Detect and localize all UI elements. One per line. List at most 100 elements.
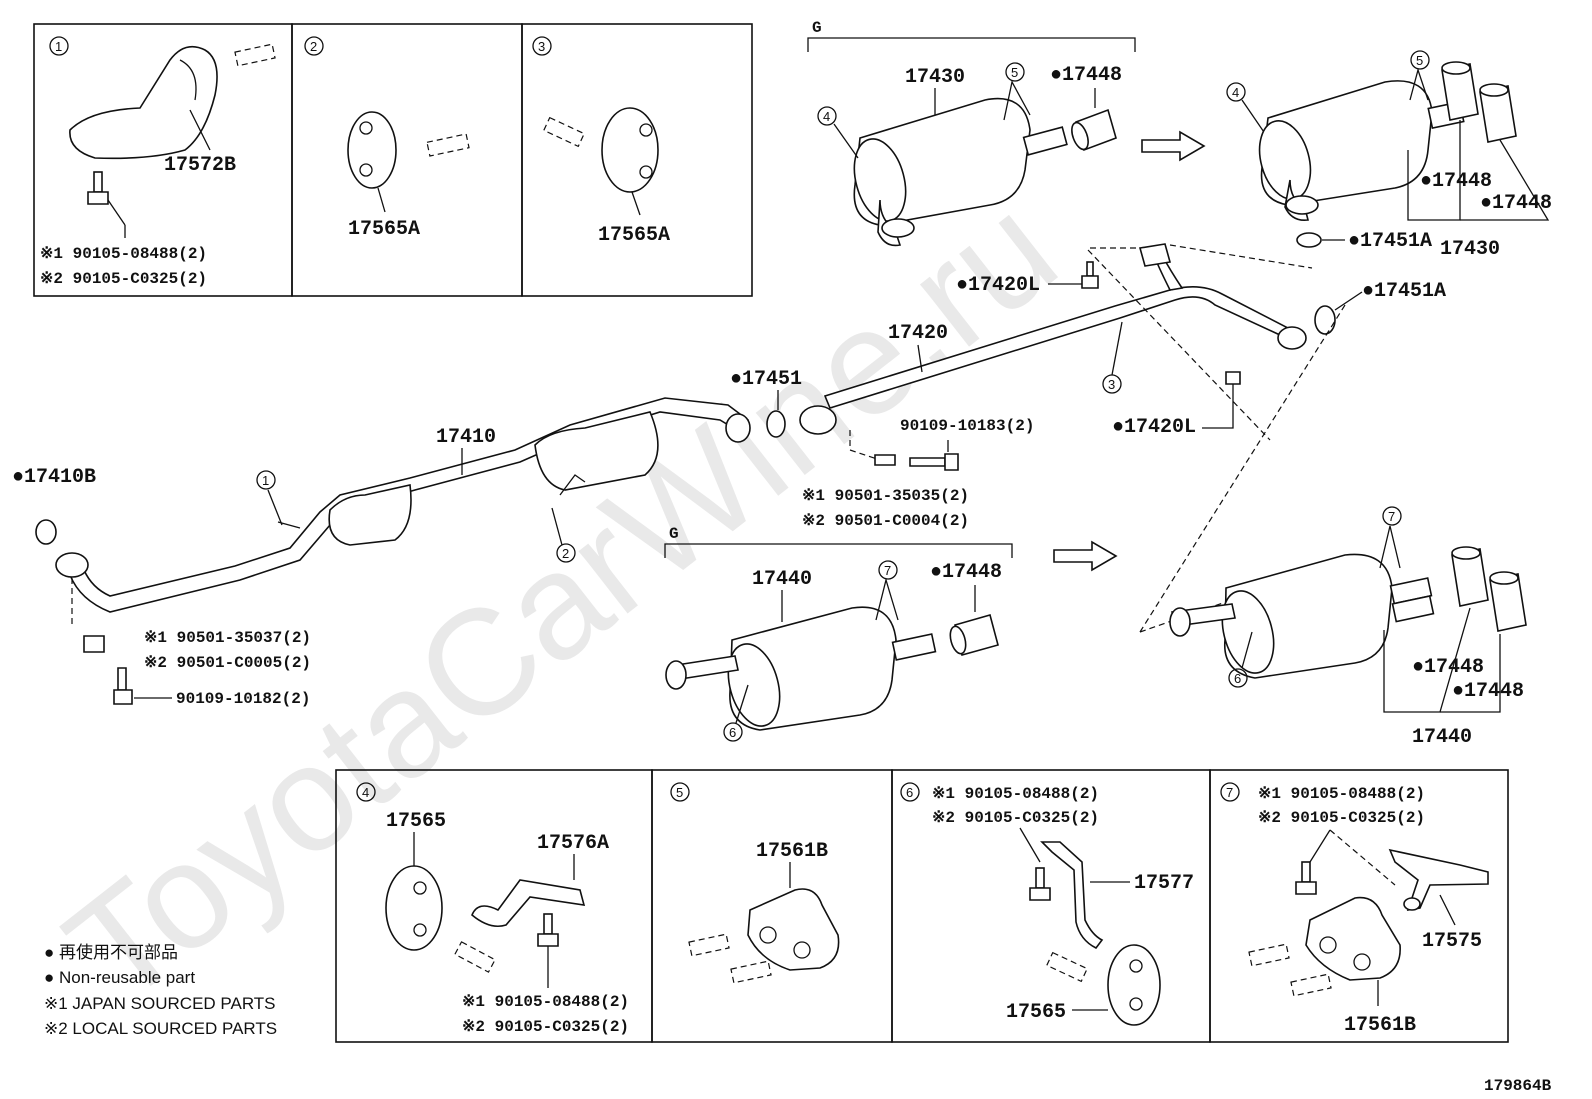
callout-5-inset: 5 bbox=[676, 785, 683, 800]
label-17448-c: ●17448 bbox=[1480, 192, 1552, 215]
label-17572B: 17572B bbox=[164, 154, 236, 177]
label-17451: ●17451 bbox=[730, 368, 802, 391]
bolt-icon bbox=[537, 933, 559, 947]
gasket-part bbox=[1314, 305, 1336, 335]
label-17440-a: 17440 bbox=[752, 568, 812, 591]
inset-5: 5 17561B bbox=[651, 769, 893, 1043]
muffler-17430-variant: 4 5 ●17448 ●17448 17430 ●17451A bbox=[1226, 50, 1552, 261]
muffler-17440-variant: 7 6 ●17448 ●17448 17440 bbox=[1139, 506, 1527, 749]
inset-1-note-1: ※1 90105-08488(2) bbox=[40, 245, 207, 263]
bracket-17576A-part bbox=[471, 879, 586, 928]
callout-1: 1 bbox=[55, 39, 62, 54]
inset-7-note-1: ※1 90105-08488(2) bbox=[1258, 785, 1425, 803]
inset-3: 3 17565A bbox=[521, 23, 753, 297]
inset-2-frame bbox=[291, 23, 523, 297]
label-bolt-a: 90109-10183(2) bbox=[900, 417, 1034, 435]
inset-6-note-2: ※2 90105-C0325(2) bbox=[932, 809, 1099, 827]
inset-4: 4 17565 17576A ※1 90105-08488(2) ※2 9010… bbox=[335, 769, 653, 1043]
legend: ● 再使用不可部品 ● Non-reusable part ※1 JAPAN S… bbox=[44, 942, 277, 1038]
label-spring-a2: ※2 90501-C0004(2) bbox=[802, 512, 969, 530]
callout-4-inset: 4 bbox=[362, 785, 369, 800]
callout-7-inset: 7 bbox=[1226, 785, 1233, 800]
inset-4-note-1: ※1 90105-08488(2) bbox=[462, 993, 629, 1011]
bolt-icon bbox=[1225, 371, 1241, 385]
callout-5-right: 5 bbox=[1416, 53, 1423, 68]
bolt-icon bbox=[1081, 275, 1099, 289]
gasket-part bbox=[35, 519, 57, 545]
pipe-17420: 17420 ●17420L ●17420L ●17451A 3 ●17451 9… bbox=[730, 243, 1446, 633]
legend-local-sourced: ※2 LOCAL SOURCED PARTS bbox=[44, 1019, 277, 1038]
group-marker-mid: G bbox=[669, 525, 679, 543]
bolt-icon bbox=[944, 453, 959, 471]
label-17561B-a: 17561B bbox=[756, 840, 828, 863]
label-17430-a: 17430 bbox=[905, 66, 965, 89]
pipe-17410: 17410 1 2 ●17410B ※1 90501-35037(2) ※2 9… bbox=[12, 397, 751, 708]
callout-4-top: 4 bbox=[823, 109, 830, 124]
hanger-rubber-part bbox=[347, 111, 397, 189]
inset-7-note-2: ※2 90105-C0325(2) bbox=[1258, 809, 1425, 827]
inset-6: 6 ※1 90105-08488(2) ※2 90105-C0325(2) 17… bbox=[891, 769, 1211, 1043]
callout-2-main: 2 bbox=[562, 546, 569, 561]
group-17430: G 17430 4 5 ●17448 bbox=[807, 19, 1206, 247]
hanger-rubber-part bbox=[1305, 896, 1401, 981]
label-spring-a1: ※1 90501-35035(2) bbox=[802, 487, 969, 505]
group-marker-top: G bbox=[812, 19, 822, 37]
bolt-icon bbox=[87, 191, 109, 205]
label-17430-b: 17430 bbox=[1440, 238, 1500, 261]
hanger-rubber-part bbox=[601, 107, 659, 193]
spring-icon bbox=[83, 635, 105, 653]
hanger-rubber-part bbox=[385, 865, 443, 951]
label-17565-b: 17565 bbox=[1006, 1001, 1066, 1024]
callout-7-right: 7 bbox=[1388, 509, 1395, 524]
inset-4-note-2: ※2 90105-C0325(2) bbox=[462, 1018, 629, 1036]
label-17451A-b: ●17451A bbox=[1362, 280, 1446, 303]
watermark: ToyotaCarWine.ru bbox=[36, 164, 1085, 1035]
callout-6-right: 6 bbox=[1234, 671, 1241, 686]
callout-3-main: 3 bbox=[1108, 377, 1115, 392]
hanger-rubber-part bbox=[747, 888, 840, 971]
legend-japan-sourced: ※1 JAPAN SOURCED PARTS bbox=[44, 994, 276, 1013]
bolt-icon bbox=[113, 689, 133, 705]
inset-2: 2 17565A bbox=[291, 23, 523, 297]
group-17440: G 17440 7 6 ●17448 bbox=[664, 525, 1118, 742]
label-17420: 17420 bbox=[888, 322, 948, 345]
gasket-part bbox=[1296, 232, 1322, 248]
catalytic-converter-2-part bbox=[534, 411, 659, 491]
legend-non-reusable: ● Non-reusable part bbox=[44, 968, 195, 987]
bolt-icon bbox=[1029, 887, 1051, 901]
label-17451A-a: ●17451A bbox=[1348, 230, 1432, 253]
label-17561B-b: 17561B bbox=[1344, 1014, 1416, 1037]
arrow-right-icon bbox=[1053, 540, 1118, 572]
inset-7: 7 ※1 90105-08488(2) ※2 90105-C0325(2) 17… bbox=[1209, 769, 1509, 1043]
label-17577: 17577 bbox=[1134, 872, 1194, 895]
callout-1-main: 1 bbox=[262, 473, 269, 488]
label-17448-e: ●17448 bbox=[1412, 656, 1484, 679]
callout-7-mid: 7 bbox=[884, 563, 891, 578]
label-17420L-b: ●17420L bbox=[1112, 416, 1196, 439]
legend-jp: ● 再使用不可部品 bbox=[44, 942, 178, 962]
label-17448-d: ●17448 bbox=[930, 561, 1002, 584]
label-17576A: 17576A bbox=[537, 832, 609, 855]
callout-6-mid: 6 bbox=[729, 725, 736, 740]
figure-id: 179864B bbox=[1484, 1077, 1552, 1095]
inset-3-frame bbox=[521, 23, 753, 297]
callout-4-right: 4 bbox=[1232, 85, 1239, 100]
callout-6-inset: 6 bbox=[906, 785, 913, 800]
label-17440-b: 17440 bbox=[1412, 726, 1472, 749]
bracket-17575-part bbox=[1388, 848, 1489, 912]
inset-1: 1 17572B ※1 90105-08488(2) ※2 90105-C032… bbox=[33, 23, 293, 297]
label-17448-b: ●17448 bbox=[1420, 170, 1492, 193]
callout-5-top: 5 bbox=[1011, 65, 1018, 80]
label-17448-a: ●17448 bbox=[1050, 64, 1122, 87]
label-spring-b2: ※2 90501-C0005(2) bbox=[144, 654, 311, 672]
label-17410: 17410 bbox=[436, 426, 496, 449]
bracket-17577-part bbox=[1040, 841, 1104, 950]
label-17575: 17575 bbox=[1422, 930, 1482, 953]
arrow-right-icon bbox=[1141, 130, 1206, 162]
label-bolt-b: 90109-10182(2) bbox=[176, 690, 310, 708]
label-17565A-1: 17565A bbox=[348, 218, 420, 241]
label-17448-f: ●17448 bbox=[1452, 680, 1524, 703]
label-17420L-a: ●17420L bbox=[956, 274, 1040, 297]
callout-3: 3 bbox=[538, 39, 545, 54]
